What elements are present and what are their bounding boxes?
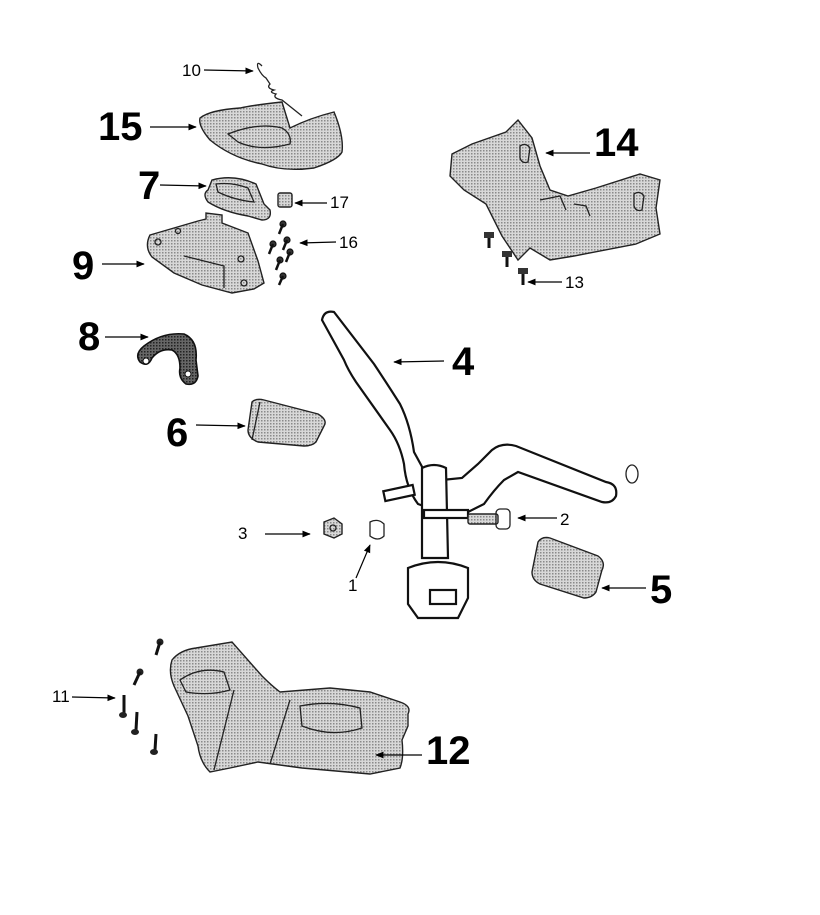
part-9-instrument-support [146,212,265,294]
label-7: 7 [138,164,160,208]
part-13-screws [484,232,528,285]
label-14: 14 [594,121,639,165]
part-3-nut [323,517,343,539]
part-15-instrument-cover [199,101,344,171]
part-14-front-cover [449,118,661,262]
part-5-right-end-cover [531,536,605,599]
label-13: 13 [565,273,584,292]
part-8-bracket [136,332,199,386]
part-10-spring [256,62,303,117]
part-1-collar [369,519,385,540]
label-9: 9 [72,244,94,288]
part-2-bolt [467,508,511,530]
label-1: 1 [348,576,357,595]
leader-16 [299,239,337,247]
part-17-clip [277,192,293,208]
leader-6 [195,422,246,430]
leader-1 [355,544,371,579]
label-2: 2 [560,510,569,529]
label-6: 6 [166,411,188,455]
label-16: 16 [339,233,358,252]
leader-7 [159,182,207,190]
part-11-screws [119,638,164,755]
label-12: 12 [426,729,471,773]
label-10: 10 [182,61,201,80]
part-6-left-end-cover [247,398,326,447]
part-4-handlebar [320,310,639,620]
leader-10 [203,67,254,75]
part-7-speedometer [204,177,272,221]
label-4: 4 [452,340,475,384]
leader-4 [393,358,445,366]
label-11: 11 [52,687,70,706]
part-16-screws [267,220,294,286]
label-8: 8 [78,315,100,359]
leader-11 [71,694,116,702]
label-3: 3 [238,524,247,543]
label-5: 5 [650,568,672,612]
label-17: 17 [330,193,349,212]
part-12-rear-cover [169,641,410,775]
label-15: 15 [98,105,143,149]
